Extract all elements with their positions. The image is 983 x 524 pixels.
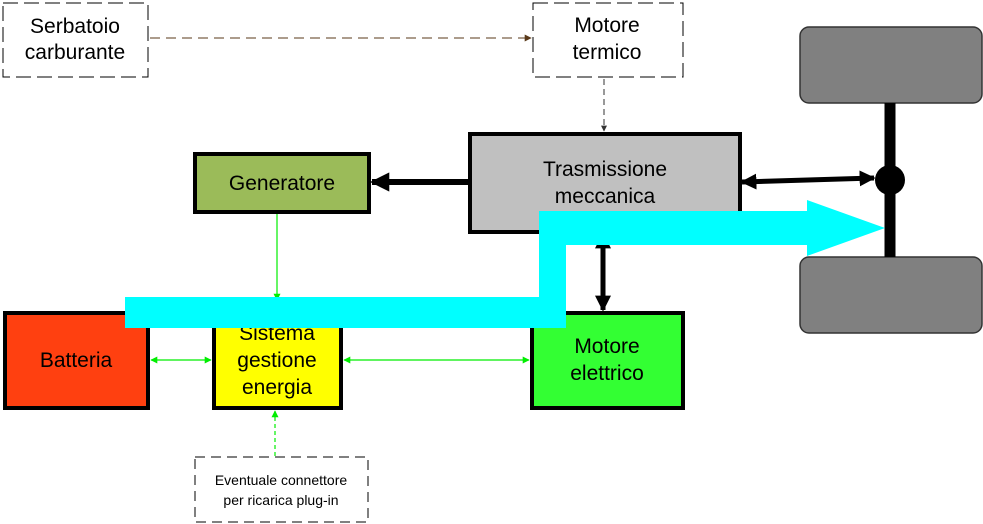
- generator-label: Generatore: [229, 172, 335, 195]
- wheel-axle-assembly: [799, 26, 983, 334]
- transmission-axle-link: [740, 170, 876, 190]
- differential-joint: [875, 165, 905, 195]
- fuel-tank-label-1: Serbatoio: [30, 15, 120, 38]
- energy-management-label-3: energia: [242, 376, 312, 399]
- rear-wheel: [799, 256, 983, 334]
- electric-motor-label-2: elettrico: [570, 362, 644, 385]
- transmission-label-2: meccanica: [555, 185, 656, 208]
- electric-motor-label-1: Motore: [574, 335, 639, 358]
- transmission-label-1: Trasmissione: [543, 158, 667, 181]
- fuel-tank-label-2: carburante: [25, 41, 125, 64]
- plugin-connector-node: Eventuale connettore per ricarica plug-i…: [194, 456, 369, 523]
- engine-label-1: Motore: [574, 14, 639, 37]
- energy-management-label-2: gestione: [237, 349, 316, 372]
- battery-label: Batteria: [40, 349, 113, 372]
- power-flow-path: [125, 200, 885, 328]
- engine-label-2: termico: [573, 41, 642, 64]
- energy-management-node: Sistema gestione energia: [212, 311, 343, 410]
- generator-node: Generatore: [193, 152, 371, 214]
- electric-motor-node: Motore elettrico: [530, 311, 685, 410]
- battery-node: Batteria: [3, 311, 150, 410]
- front-wheel: [799, 26, 983, 104]
- plugin-connector-label-1: Eventuale connettore: [215, 472, 348, 488]
- plugin-connector-label-2: per ricarica plug-in: [223, 492, 338, 508]
- engine-node: Motore termico: [532, 2, 684, 78]
- fuel-tank-node: Serbatoio carburante: [2, 2, 149, 78]
